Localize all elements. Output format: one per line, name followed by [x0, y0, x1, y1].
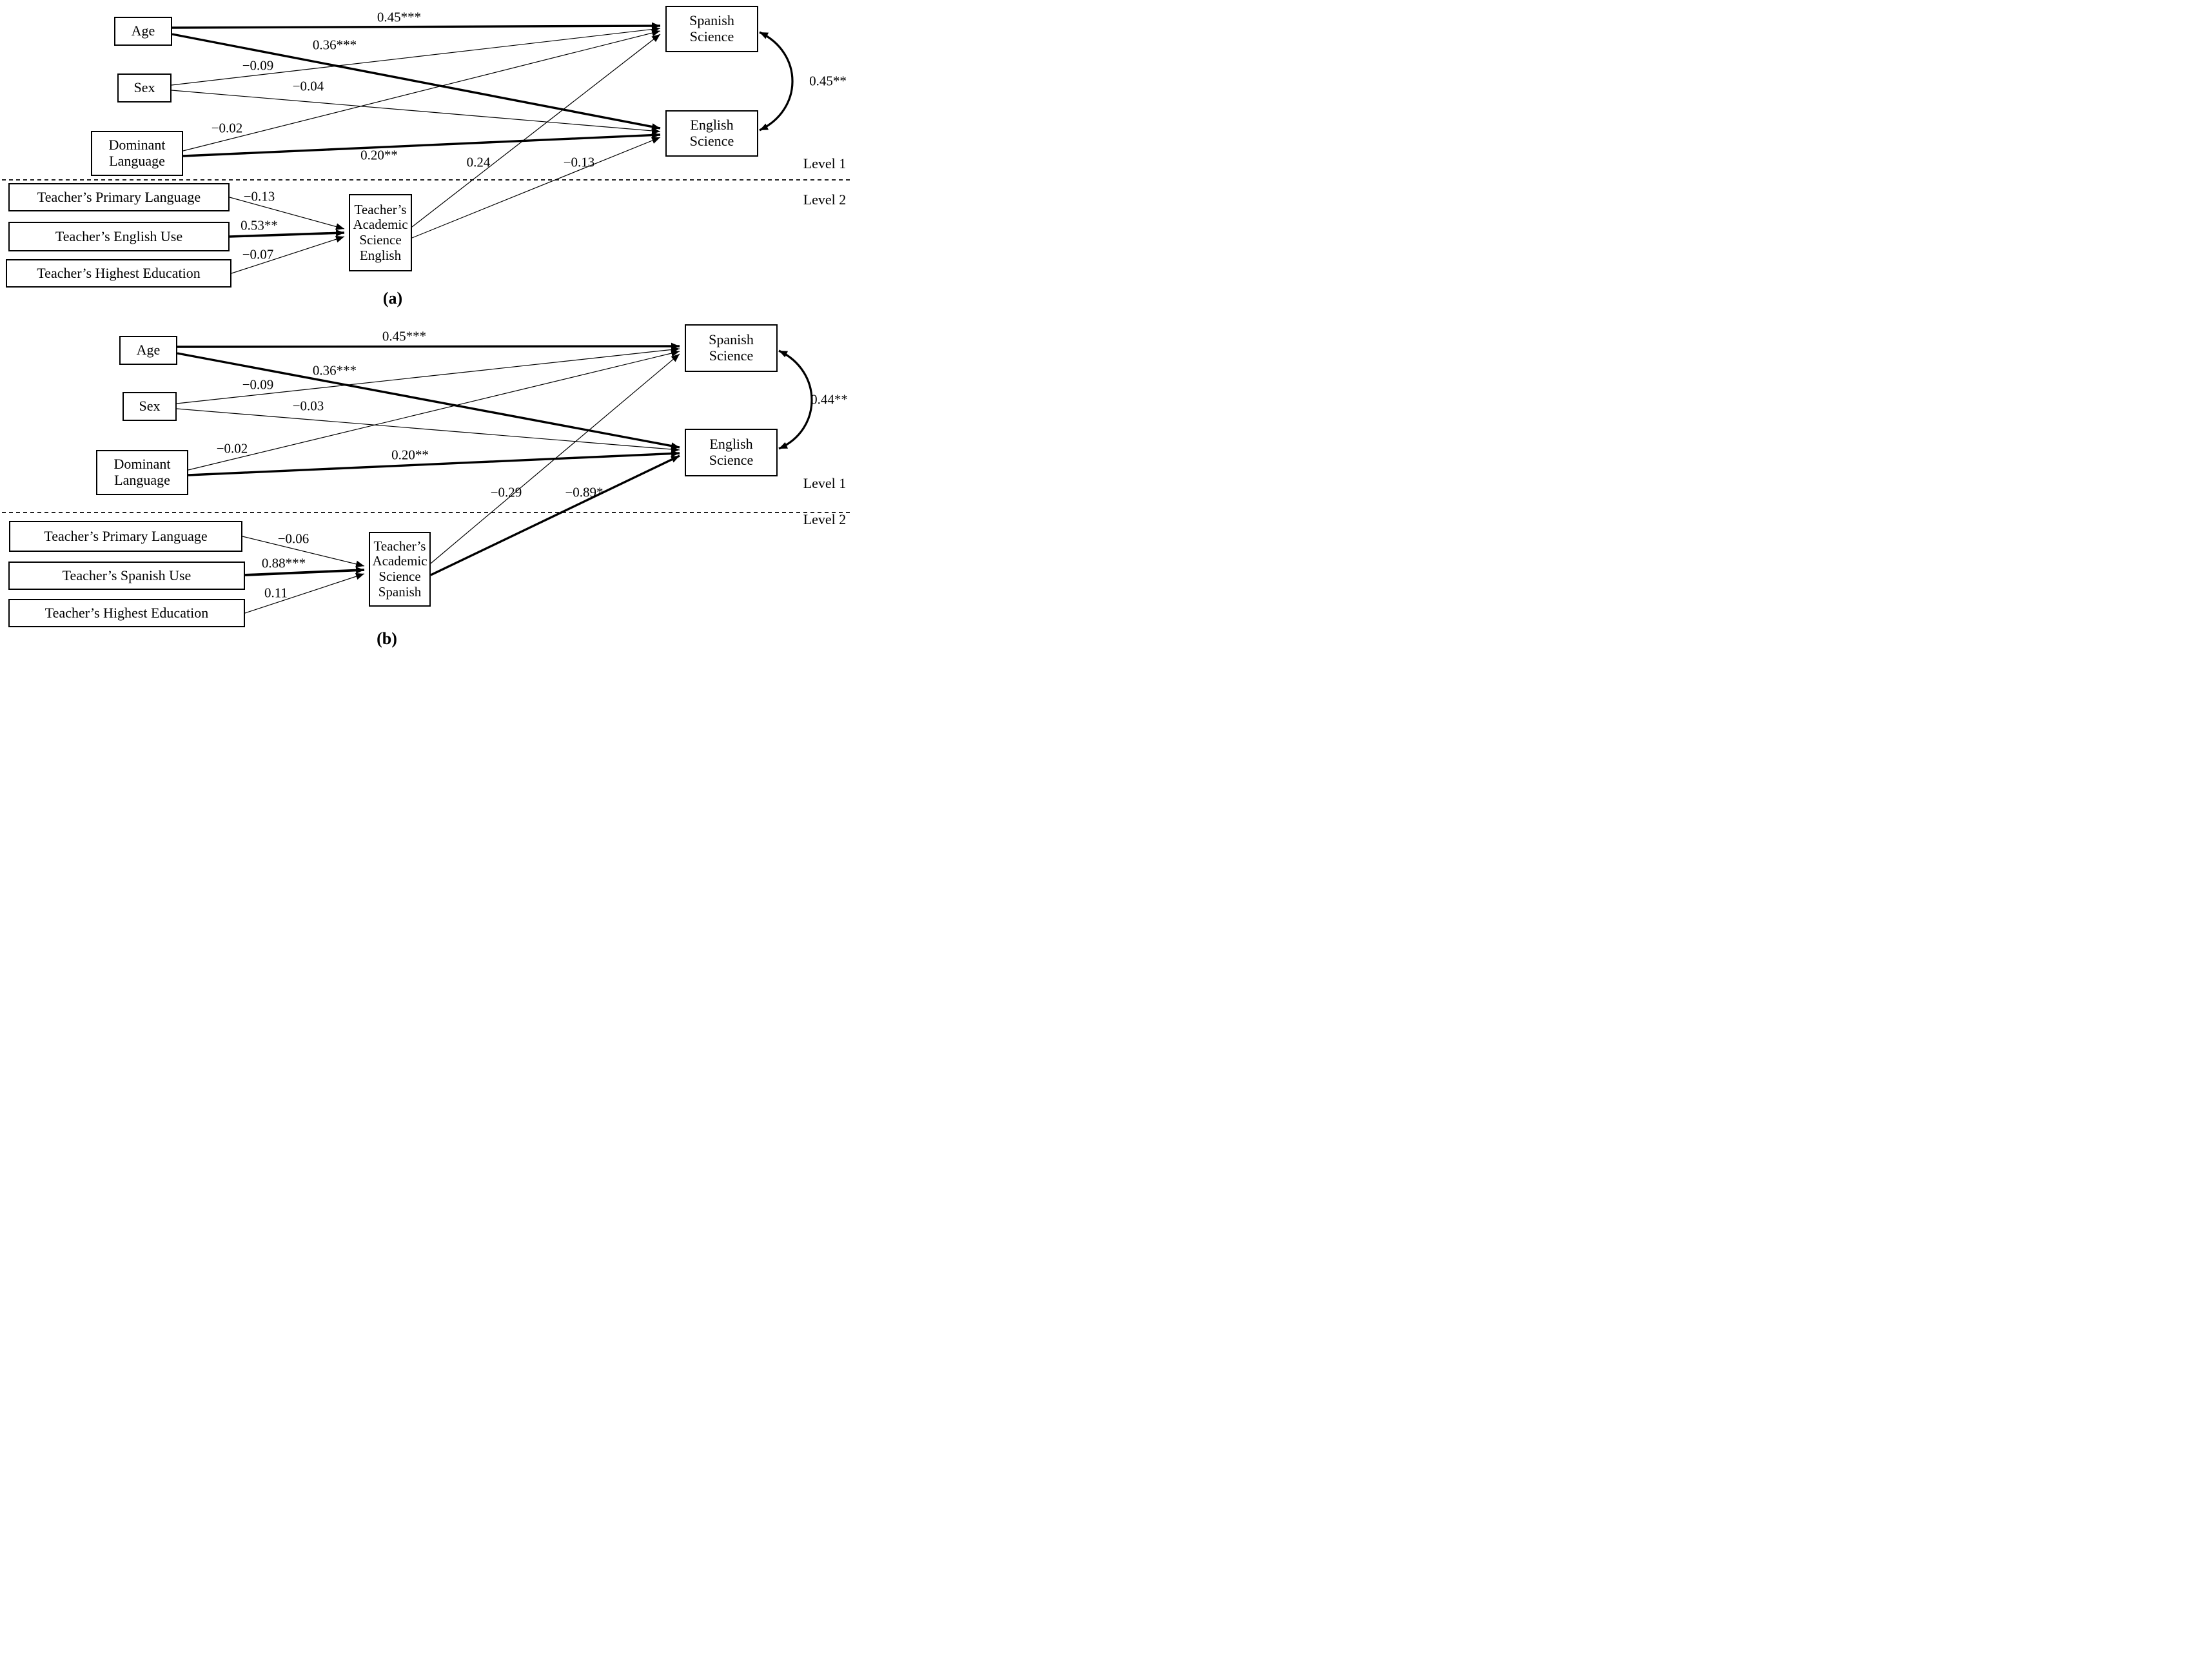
- panel-a-caption: (a): [382, 289, 403, 308]
- path-sex-english-a: [171, 90, 661, 135]
- path-sex-spanish-b: [176, 346, 680, 404]
- coef-age-english-b: 0.36***: [312, 362, 357, 378]
- path-tass-english-b: [430, 454, 680, 576]
- node-teachers-highest-education-b: Teacher’s Highest Education: [8, 599, 245, 627]
- coef-tass-spanish-b: −0.29: [490, 484, 522, 500]
- coef-tase-english-a: −0.13: [563, 154, 595, 170]
- node-teachers-spanish-use-b: Teacher’s Spanish Use: [8, 562, 245, 590]
- path-tase-english-a: [411, 137, 661, 239]
- node-sex-b: Sex: [123, 392, 177, 421]
- level1-label-b: Level 1: [803, 475, 847, 491]
- path-tsu-tass-b: [244, 567, 365, 576]
- node-english-science-a: English Science: [665, 110, 758, 157]
- path-tass-spanish-b: [430, 353, 680, 564]
- node-teachers-academic-science-spanish-b: Teacher’s Academic Science Spanish: [369, 532, 431, 607]
- path-diagram-canvas: [2, 22, 851, 614]
- node-dominant-language-a: Dominant Language: [91, 131, 183, 176]
- path-tase-spanish-a: [411, 34, 661, 228]
- level2-label-a: Level 2: [803, 191, 847, 208]
- coef-tass-english-b: −0.89*: [565, 484, 604, 500]
- node-dominant-language-b: Dominant Language: [96, 450, 188, 495]
- coef-tsu-tass-b: 0.88***: [261, 555, 306, 571]
- coef-sex-spanish-b: −0.09: [242, 376, 274, 393]
- coef-the-tase-a: −0.07: [242, 246, 274, 262]
- coef-correlation-b: 0.44**: [810, 391, 848, 407]
- node-spanish-science-b: Spanish Science: [685, 324, 778, 372]
- path-age-english-a: [172, 33, 661, 130]
- level1-label-a: Level 1: [803, 155, 847, 171]
- coef-sex-english-a: −0.04: [292, 78, 324, 94]
- path-the-tase-a: [231, 235, 345, 274]
- coef-tpl-tass-b: −0.06: [277, 531, 309, 547]
- coef-domlang-english-b: 0.20**: [391, 447, 429, 463]
- coef-age-spanish-a: 0.45***: [377, 9, 422, 25]
- path-model-figure: Age Sex Dominant Language Spanish Scienc…: [0, 0, 876, 672]
- coef-correlation-a: 0.45**: [809, 73, 847, 89]
- coef-age-spanish-b: 0.45***: [382, 328, 427, 344]
- path-age-english-b: [177, 352, 680, 449]
- path-age-spanish-b: [177, 342, 680, 350]
- node-teachers-english-use-a: Teacher’s English Use: [8, 222, 230, 251]
- coef-domlang-spanish-a: −0.02: [211, 120, 243, 136]
- panel-b-caption: (b): [377, 629, 397, 648]
- node-english-science-b: English Science: [685, 429, 778, 476]
- level2-label-b: Level 2: [803, 511, 847, 527]
- path-sex-spanish-a: [171, 26, 661, 86]
- coef-tase-spanish-a: 0.24: [466, 154, 491, 170]
- node-teachers-academic-science-english-a: Teacher’s Academic Science English: [349, 194, 412, 271]
- path-domlang-english-b: [188, 450, 680, 476]
- coef-age-english-a: 0.36***: [312, 37, 357, 53]
- path-the-tass-b: [244, 572, 365, 614]
- correlation-arrow-b: [778, 349, 813, 450]
- path-sex-english-b: [176, 408, 680, 453]
- coef-sex-spanish-a: −0.09: [242, 57, 274, 73]
- node-teachers-highest-education-a: Teacher’s Highest Education: [6, 259, 231, 288]
- path-domlang-english-a: [182, 132, 661, 157]
- path-teu-tase-a: [229, 230, 345, 238]
- path-age-spanish-a: [172, 22, 661, 30]
- coef-the-tass-b: 0.11: [264, 585, 288, 601]
- path-tpl-tass-b: [242, 536, 365, 568]
- coef-domlang-english-a: 0.20**: [360, 147, 398, 163]
- path-domlang-spanish-a: [182, 29, 661, 151]
- node-teachers-primary-language-b: Teacher’s Primary Language: [9, 521, 242, 552]
- node-teachers-primary-language-a: Teacher’s Primary Language: [8, 183, 230, 211]
- path-tpl-tase-a: [229, 197, 345, 230]
- correlation-arrow-a: [759, 31, 794, 132]
- coef-teu-tase-a: 0.53**: [240, 217, 278, 233]
- node-age-b: Age: [119, 336, 177, 365]
- coef-domlang-spanish-b: −0.02: [216, 440, 248, 456]
- coef-tpl-tase-a: −0.13: [243, 188, 275, 204]
- path-domlang-spanish-b: [188, 349, 680, 471]
- node-spanish-science-a: Spanish Science: [665, 6, 758, 52]
- node-age-a: Age: [114, 17, 172, 46]
- coef-sex-english-b: −0.03: [292, 398, 324, 414]
- node-sex-a: Sex: [117, 73, 172, 103]
